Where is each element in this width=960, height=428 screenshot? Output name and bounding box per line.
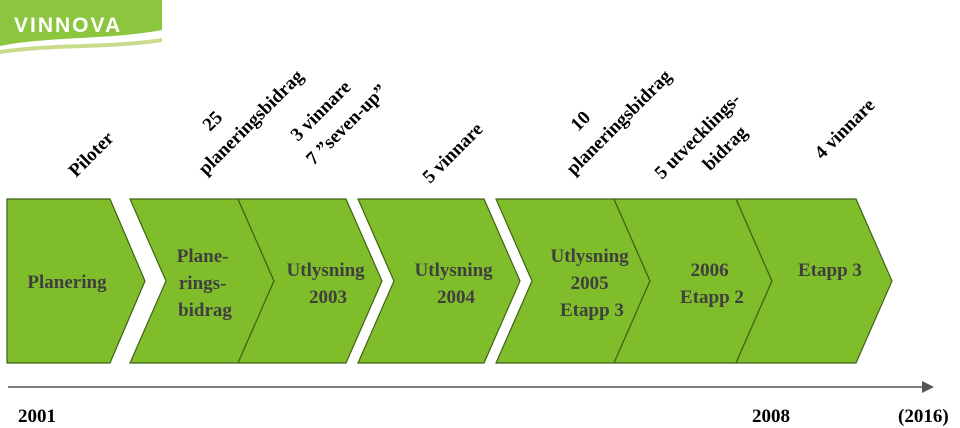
chevron-label: Utlysning 2004 xyxy=(415,260,498,308)
annotation-25-planeringsbidrag: 25 planeringsbidrag xyxy=(175,46,309,180)
annotation-piloter: Piloter xyxy=(65,127,119,181)
annotation-5-vinnare: 5 vinnare xyxy=(419,119,488,188)
chevron-utlysning-2003: Utlysning 2003 xyxy=(237,198,383,364)
year-2008: 2008 xyxy=(752,406,790,427)
timeline-arrowhead xyxy=(922,381,934,393)
chevron-etapp-3: Etapp 3 xyxy=(735,198,893,364)
chevron-planering: Planering xyxy=(6,198,146,364)
logo-swoosh-accent xyxy=(0,38,162,54)
chevron-label: Planering xyxy=(27,272,107,293)
chevron-label: 2006 Etapp 2 xyxy=(680,260,744,308)
chevron-label: Utlysning 2005 Etapp 3 xyxy=(551,246,634,321)
annotation-5-utvecklingsbidrag: 5 utvecklings- bidrag xyxy=(651,86,769,204)
logo-text: VINNOVA xyxy=(14,14,122,37)
chevron-label: Etapp 3 xyxy=(798,260,862,281)
chevron-2006-etapp-2: 2006 Etapp 2 xyxy=(613,198,773,364)
chevron-label: Plane- rings- bidrag xyxy=(177,246,233,321)
year-2016: (2016) xyxy=(898,406,949,427)
annotation-10-planeringsbidrag: 10 planeringsbidrag xyxy=(543,46,677,180)
annotation-4-vinnare: 4 vinnare xyxy=(811,95,880,164)
chevron-label: Utlysning 2003 xyxy=(287,260,370,308)
vinnova-logo: VINNOVA xyxy=(0,0,162,62)
chevron-utlysning-2004: Utlysning 2004 xyxy=(357,198,521,364)
year-2001: 2001 xyxy=(18,406,56,427)
